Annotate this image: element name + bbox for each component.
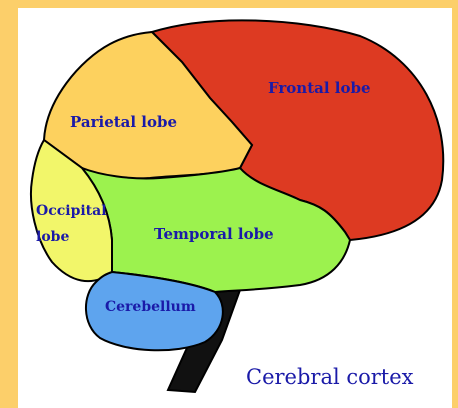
temporal-lobe-label: Temporal lobe [154, 225, 274, 243]
occipital-lobe-label-line2: lobe [36, 229, 69, 245]
occipital-lobe-label-line1: Occipital [36, 203, 107, 219]
frontal-lobe-label: Frontal lobe [268, 79, 371, 97]
cerebellum-label: Cerebellum [105, 299, 196, 315]
diagram-caption: Cerebral cortex [246, 365, 414, 389]
parietal-lobe-label: Parietal lobe [70, 113, 177, 131]
